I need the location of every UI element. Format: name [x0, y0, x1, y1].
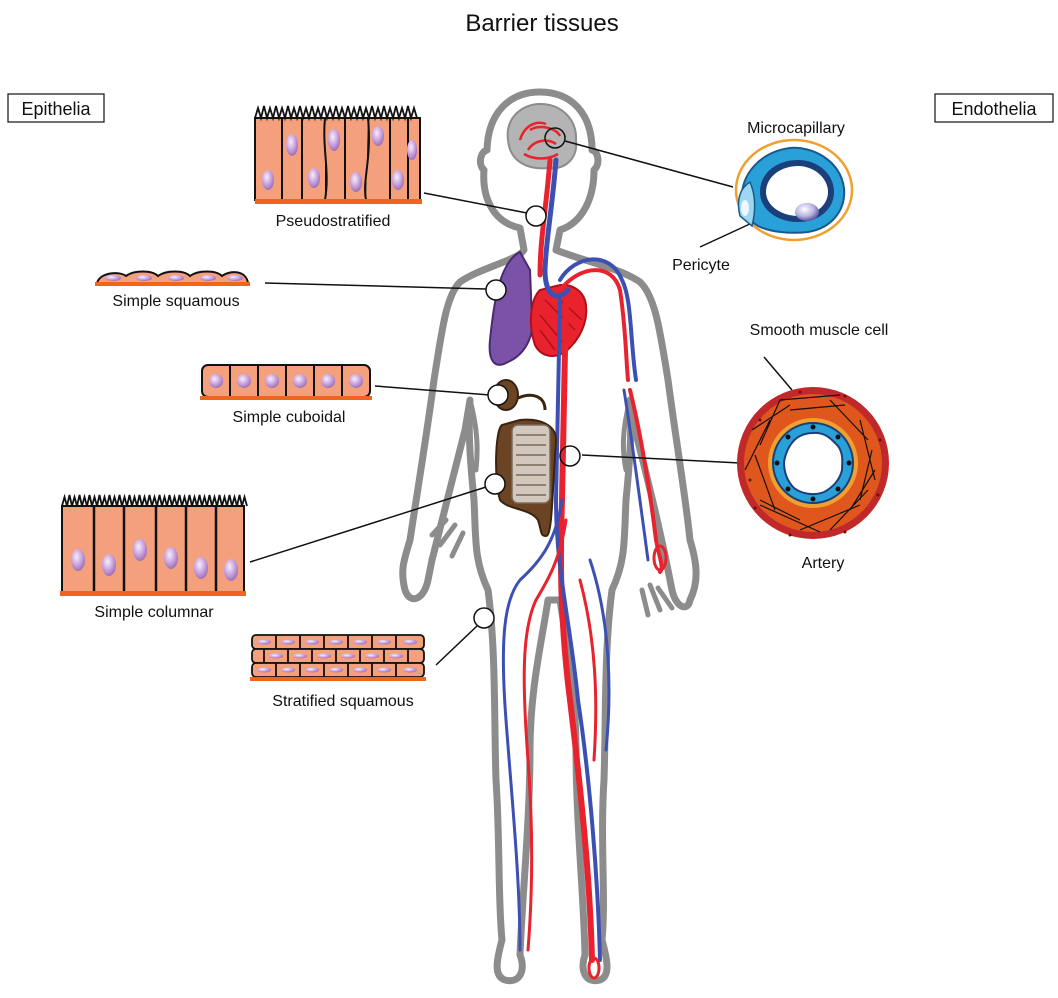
label-simple-squamous: Simple squamous [112, 293, 239, 310]
brain [508, 104, 577, 168]
label-stratified-squamous: Stratified squamous [272, 693, 413, 710]
label-pericyte: Pericyte [672, 257, 730, 274]
microcapillary-illustration [736, 140, 852, 240]
simple-cuboidal-epithelium-illustration [200, 365, 372, 400]
label-pseudostratified: Pseudostratified [276, 213, 391, 230]
lung [490, 252, 533, 365]
simple-columnar-epithelium-illustration [60, 495, 247, 596]
label-artery: Artery [802, 555, 845, 572]
diagram-title: Barrier tissues [465, 10, 618, 37]
endothelia-header: Endothelia [935, 94, 1053, 122]
label-simple-cuboidal: Simple cuboidal [233, 409, 346, 426]
label-microcapillary: Microcapillary [747, 120, 845, 137]
stratified-squamous-epithelium-illustration [250, 635, 426, 681]
svg-text:Epithelia: Epithelia [21, 99, 91, 119]
label-smooth-muscle-cell: Smooth muscle cell [750, 322, 889, 339]
intestine [496, 420, 556, 536]
pseudostratified-epithelium-illustration [255, 106, 422, 204]
epithelia-header: Epithelia [8, 94, 104, 122]
label-simple-columnar: Simple columnar [94, 604, 214, 621]
svg-text:Endothelia: Endothelia [951, 99, 1037, 119]
artery-illustration [737, 387, 889, 539]
simple-squamous-epithelium-illustration [95, 272, 250, 287]
